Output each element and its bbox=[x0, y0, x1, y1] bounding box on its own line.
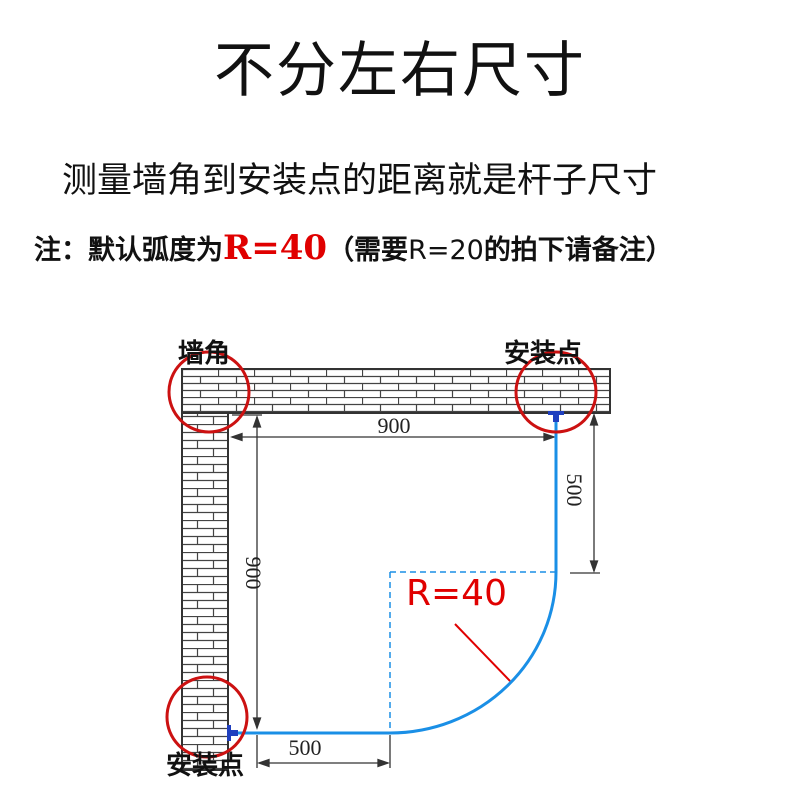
install-point-top-label: 安装点 bbox=[504, 338, 582, 369]
dimension-right-500: 500 bbox=[560, 412, 600, 574]
radius-pointer bbox=[454, 623, 511, 682]
dimension-top-900: 900 bbox=[227, 413, 556, 442]
note-open-paren: （需要 bbox=[327, 235, 409, 266]
note-suffix: 的拍下请备注） bbox=[483, 235, 673, 266]
install-point-bottom-label: 安装点 bbox=[166, 750, 244, 781]
dimension-left-900: 900 bbox=[232, 414, 266, 730]
page-title: 不分左右尺寸 bbox=[214, 36, 586, 106]
alt-radius-value: R=20 bbox=[408, 235, 484, 266]
install-point-top-marker bbox=[514, 350, 598, 434]
dim-right-label: 500 bbox=[562, 474, 587, 507]
left-wall bbox=[181, 412, 229, 771]
bracket-bottom-icon bbox=[227, 725, 238, 741]
note-line: 注：默认弧度为R=40（需要R=20的拍下请备注） bbox=[34, 228, 673, 268]
radius-label: R=40 bbox=[406, 573, 507, 614]
radius-guides bbox=[389, 571, 556, 733]
shower-rod bbox=[228, 418, 558, 735]
dimension-bottom-500: 500 bbox=[256, 735, 391, 768]
wall-corner-marker bbox=[167, 350, 251, 434]
dim-top-label: 900 bbox=[378, 413, 411, 438]
install-point-bottom-marker bbox=[165, 675, 249, 759]
note-prefix: 注：默认弧度为 bbox=[34, 235, 223, 266]
dim-left-label: 900 bbox=[241, 557, 266, 590]
subtitle: 测量墙角到安装点的距离就是杆子尺寸 bbox=[62, 161, 658, 201]
top-wall bbox=[181, 368, 611, 414]
bracket-top-icon bbox=[548, 411, 564, 422]
wall-corner-label: 墙角 bbox=[178, 338, 230, 369]
default-radius-value: R=40 bbox=[223, 228, 328, 268]
dim-bottom-label: 500 bbox=[289, 735, 322, 760]
